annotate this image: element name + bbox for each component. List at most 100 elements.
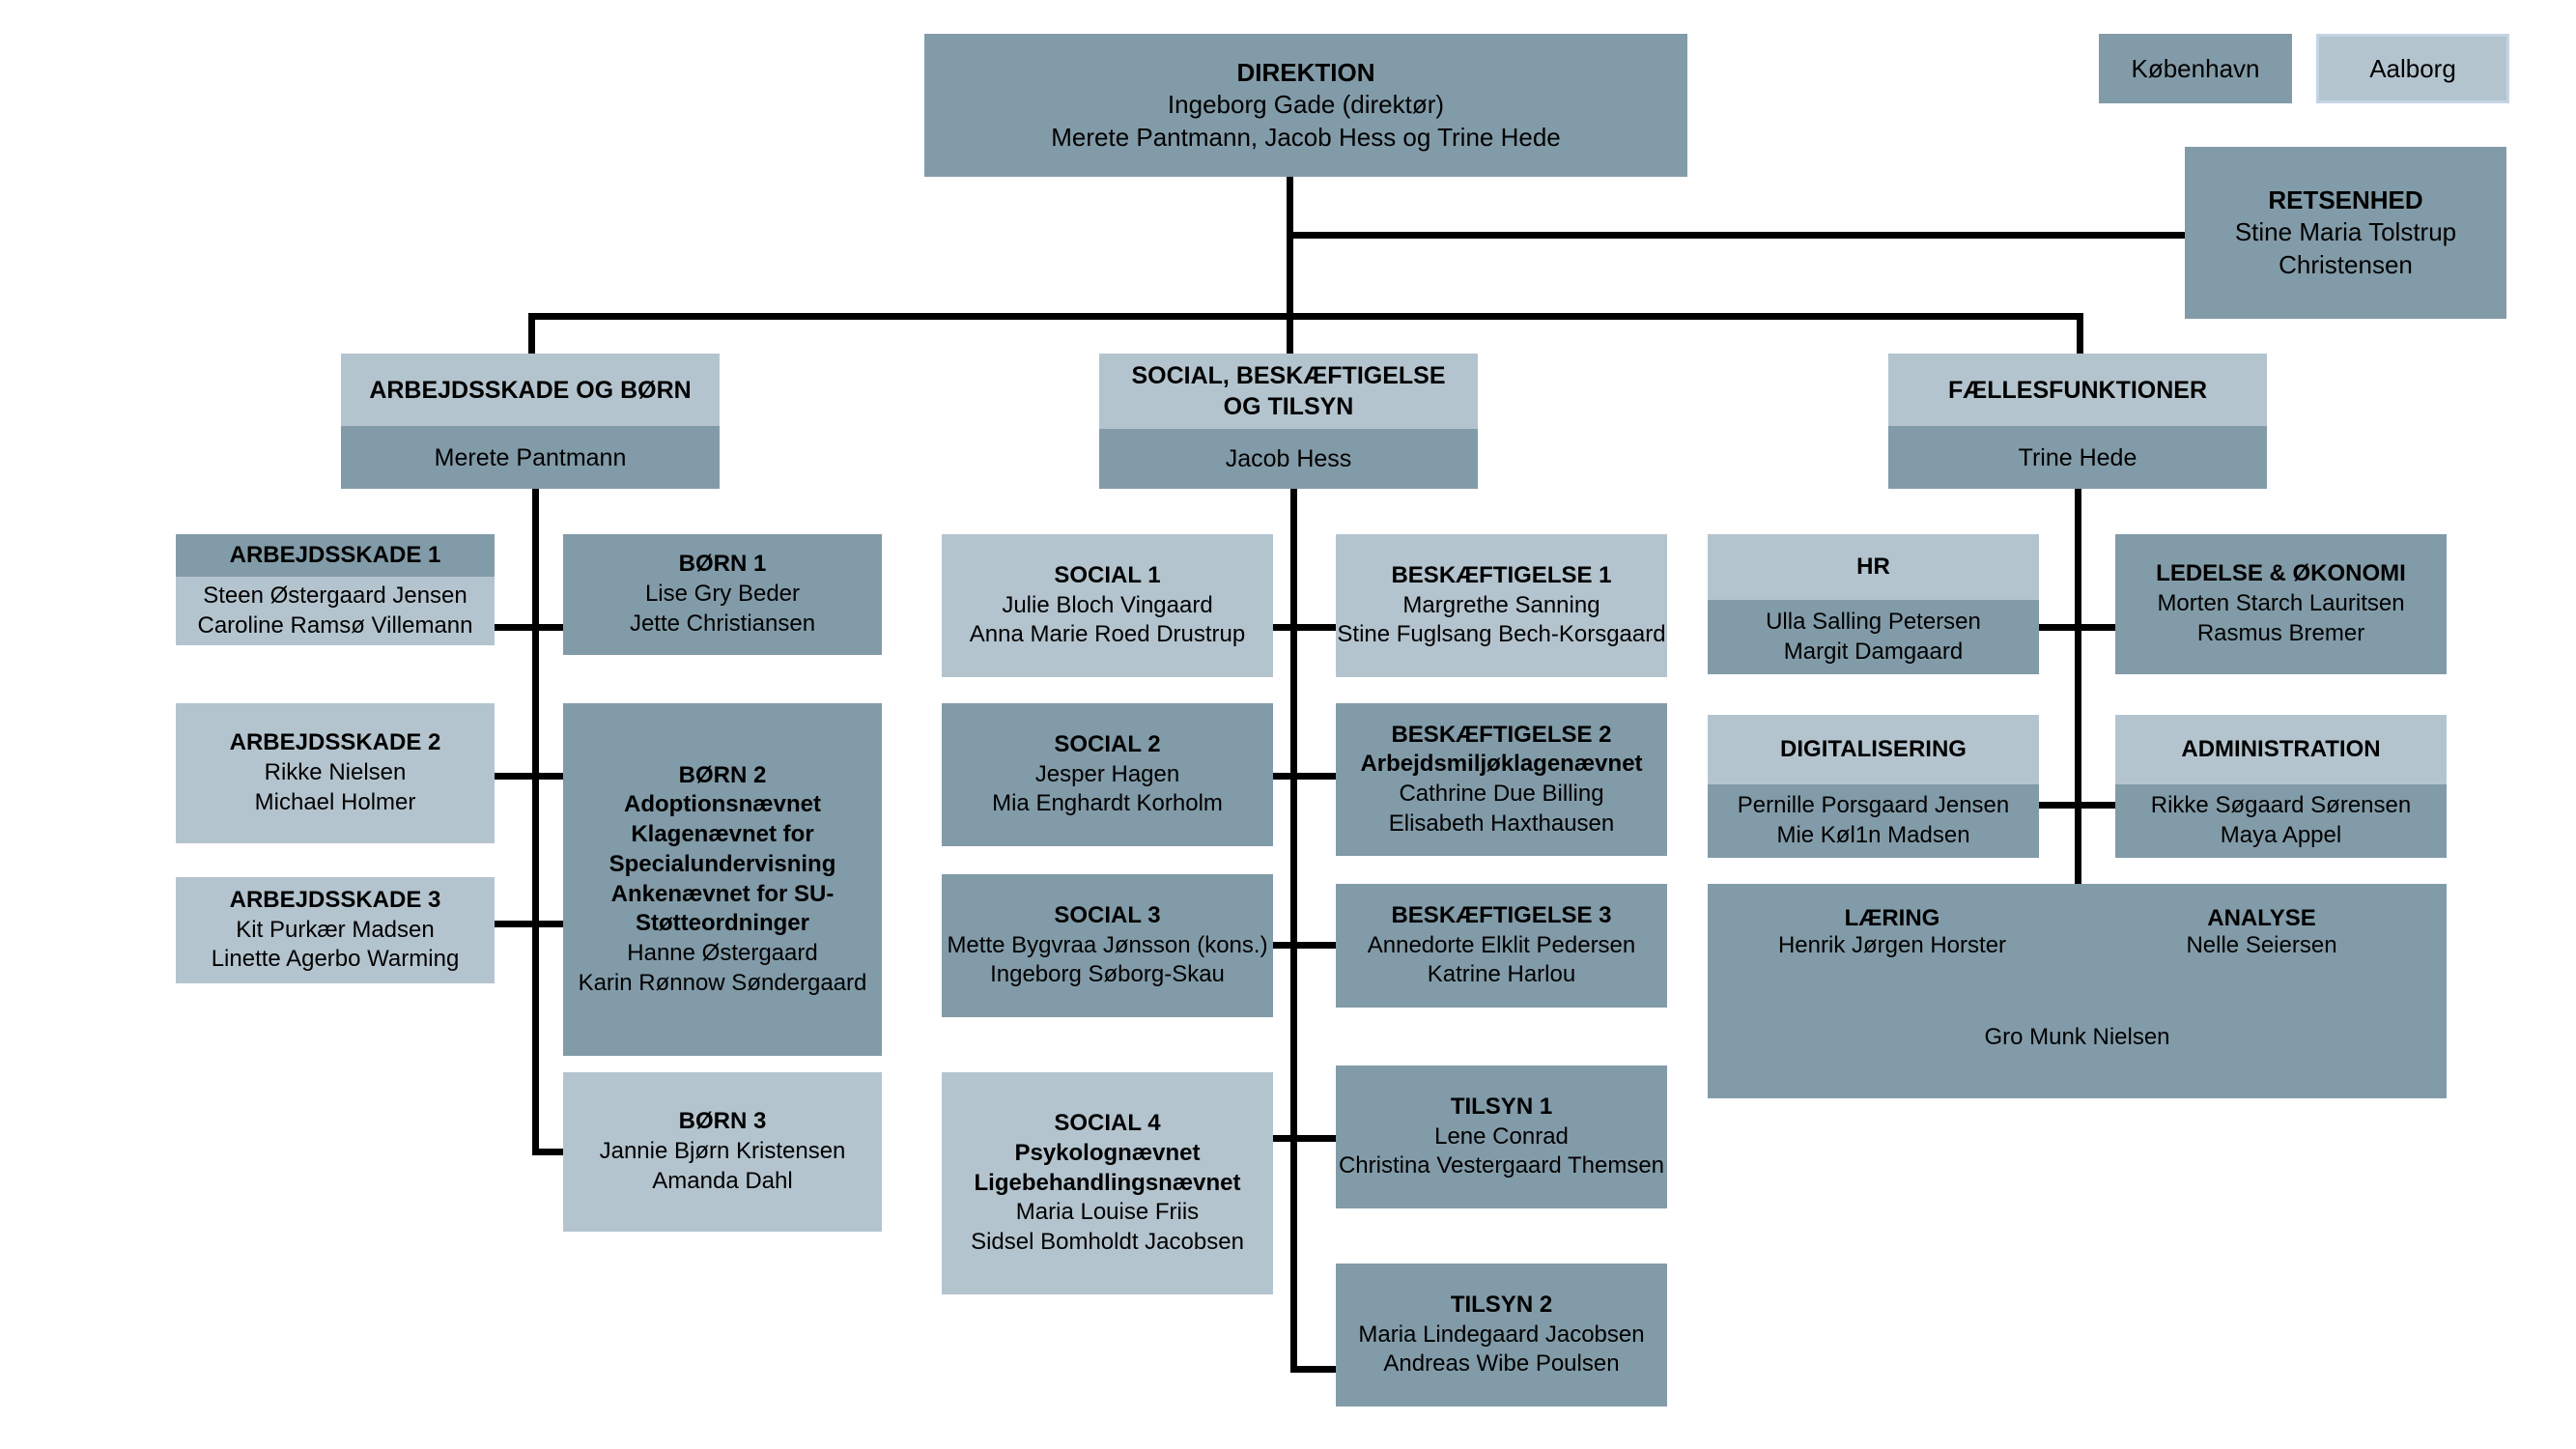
connector-dept-mid-drop — [1287, 313, 1293, 354]
dept-social-beskaeftigelse-og-tilsyn-head: Jacob Hess — [1099, 429, 1478, 489]
social-3-name-1: Mette Bygvraa Jønsson (kons.) — [947, 931, 1268, 958]
legend-label-koebenhavn: København — [2131, 53, 2260, 83]
boern-2-board-2: Klagenævnet for Specialundervisning — [609, 821, 836, 877]
node-retsenhed[interactable]: RETSENHED Stine Maria Tolstrup Christens… — [2185, 147, 2506, 319]
boern-1-name-1: Lise Gry Beder — [644, 581, 801, 608]
social-4-board-2: Ligebehandlingsnævnet — [974, 1169, 1241, 1196]
node-tilsyn-1[interactable]: TILSYN 1 Lene Conrad Christina Vestergaa… — [1336, 1065, 1667, 1208]
digitalisering-name-2: Mie Køl1n Madsen — [1776, 822, 1970, 848]
laering-block: LÆRING Henrik Jørgen Horster — [1708, 905, 2077, 959]
connector-social-2 — [1225, 773, 1360, 780]
social-2-name-2: Mia Enghardt Korholm — [992, 790, 1223, 817]
digitalisering-title: DIGITALISERING — [1708, 715, 2039, 784]
node-administration[interactable]: ADMINISTRATION Rikke Søgaard Sørensen Ma… — [2115, 715, 2447, 858]
dept-faellesfunktioner-title: FÆLLESFUNKTIONER — [1888, 354, 2267, 426]
connector-retsenhed — [1287, 232, 2185, 239]
hr-name-2: Margit Damgaard — [1783, 638, 1964, 665]
retsenhed-line-2: Christensen — [2279, 249, 2413, 279]
laering-title: LÆRING — [1844, 905, 1940, 931]
tilsyn-1-name-2: Christina Vestergaard Themsen — [1338, 1152, 1665, 1179]
analyse-block: ANALYSE Nelle Seiersen — [2077, 905, 2447, 959]
boern-2-name-1: Hanne Østergaard — [627, 939, 818, 966]
node-digitalisering[interactable]: DIGITALISERING Pernille Porsgaard Jensen… — [1708, 715, 2039, 858]
connector-arbejdsskade-2 — [466, 773, 601, 780]
dept-arbejdsskade-og-boern-head: Merete Pantmann — [341, 426, 720, 489]
node-beskaeftigelse-3[interactable]: BESKÆFTIGELSE 3 Annedorte Elklit Pederse… — [1336, 884, 1667, 1008]
arbejdsskade-3-title: ARBEJDSSKADE 3 — [229, 886, 441, 913]
beskaeftigelse-2-board-1: Arbejdsmiljøklagenævnet — [1360, 751, 1643, 778]
beskaeftigelse-3-title: BESKÆFTIGELSE 3 — [1391, 901, 1612, 928]
node-arbejdsskade-3[interactable]: ARBEJDSSKADE 3 Kit Purkær Madsen Linette… — [176, 877, 495, 983]
hr-title: HR — [1708, 534, 2039, 600]
node-boern-3[interactable]: BØRN 3 Jannie Bjørn Kristensen Amanda Da… — [563, 1072, 882, 1232]
social-4-name-1: Maria Louise Friis — [1015, 1199, 1200, 1226]
connector-hr-ledelse — [2009, 624, 2149, 631]
node-direktion[interactable]: DIREKTION Ingeborg Gade (direktør) Meret… — [924, 34, 1687, 177]
node-boern-2[interactable]: BØRN 2 Adoptionsnævnet Klagenævnet for S… — [563, 703, 882, 1056]
connector-direktion-spine — [1287, 177, 1293, 320]
beskaeftigelse-2-name-2: Elisabeth Haxthausen — [1388, 810, 1615, 837]
node-tilsyn-2[interactable]: TILSYN 2 Maria Lindegaard Jacobsen Andre… — [1336, 1264, 1667, 1406]
arbejdsskade-1-name-2: Caroline Ramsø Villemann — [197, 611, 473, 639]
connector-arbejdsskade-3 — [466, 921, 601, 927]
connector-social-1 — [1225, 624, 1360, 631]
boern-3-name-2: Amanda Dahl — [652, 1167, 793, 1194]
arbejdsskade-2-name-1: Rikke Nielsen — [264, 759, 407, 786]
boern-2-name-2: Karin Rønnow Søndergaard — [578, 969, 867, 996]
arbejdsskade-2-title: ARBEJDSSKADE 2 — [229, 729, 441, 756]
legend-item-aalborg[interactable]: Aalborg — [2316, 34, 2509, 103]
node-ledelse-oekonomi[interactable]: LEDELSE & ØKONOMI Morten Starch Lauritse… — [2115, 534, 2447, 674]
connector-right-spine — [2075, 483, 2081, 918]
node-arbejdsskade-2[interactable]: ARBEJDSSKADE 2 Rikke Nielsen Michael Hol… — [176, 703, 495, 843]
beskaeftigelse-2-name-1: Cathrine Due Billing — [1399, 781, 1604, 807]
beskaeftigelse-3-name-2: Katrine Harlou — [1427, 961, 1576, 988]
boern-2-board-1: Adoptionsnævnet — [624, 791, 821, 818]
connector-dept-left-drop — [528, 313, 535, 354]
tilsyn-2-title: TILSYN 2 — [1450, 1291, 1553, 1318]
legend-item-koebenhavn[interactable]: København — [2099, 34, 2292, 103]
node-social-1[interactable]: SOCIAL 1 Julie Bloch Vingaard Anna Marie… — [942, 534, 1273, 677]
analyse-name-1: Nelle Seiersen — [2186, 932, 2337, 958]
boern-3-title: BØRN 3 — [678, 1108, 767, 1135]
node-social-3[interactable]: SOCIAL 3 Mette Bygvraa Jønsson (kons.) I… — [942, 874, 1273, 1017]
beskaeftigelse-2-title: BESKÆFTIGELSE 2 — [1391, 721, 1612, 748]
beskaeftigelse-1-title: BESKÆFTIGELSE 1 — [1391, 561, 1612, 588]
social-4-board-1: Psykolognævnet — [1014, 1139, 1201, 1166]
boern-1-name-2: Jette Christiansen — [629, 610, 816, 637]
node-boern-1[interactable]: BØRN 1 Lise Gry Beder Jette Christiansen — [563, 534, 882, 655]
ledelse-oekonomi-name-1: Morten Starch Lauritsen — [2157, 590, 2405, 617]
tilsyn-2-name-1: Maria Lindegaard Jacobsen — [1358, 1321, 1645, 1348]
node-arbejdsskade-1[interactable]: ARBEJDSSKADE 1 Steen Østergaard Jensen C… — [176, 534, 495, 645]
tilsyn-2-name-2: Andreas Wibe Poulsen — [1383, 1350, 1620, 1378]
social-3-name-2: Ingeborg Søborg-Skau — [990, 961, 1225, 988]
analyse-title: ANALYSE — [2207, 905, 2316, 931]
node-beskaeftigelse-1[interactable]: BESKÆFTIGELSE 1 Margrethe Sanning Stine … — [1336, 534, 1667, 677]
direktion-line-2: Merete Pantmann, Jacob Hess og Trine Hed… — [1051, 122, 1561, 152]
connector-arbejdsskade-1 — [466, 624, 601, 631]
node-hr[interactable]: HR Ulla Salling Petersen Margit Damgaard — [1708, 534, 2039, 674]
arbejdsskade-3-name-2: Linette Agerbo Warming — [211, 946, 460, 973]
node-social-2[interactable]: SOCIAL 2 Jesper Hagen Mia Enghardt Korho… — [942, 703, 1273, 846]
beskaeftigelse-1-name-2: Stine Fuglsang Bech-Korsgaard — [1337, 621, 1666, 648]
social-2-name-1: Jesper Hagen — [1034, 760, 1180, 787]
beskaeftigelse-3-name-1: Annedorte Elklit Pedersen — [1367, 931, 1636, 958]
arbejdsskade-2-name-2: Michael Holmer — [254, 788, 416, 815]
social-1-name-1: Julie Bloch Vingaard — [1002, 591, 1213, 618]
social-3-title: SOCIAL 3 — [1054, 901, 1161, 928]
node-dept-faellesfunktioner[interactable]: FÆLLESFUNKTIONER Trine Hede — [1888, 354, 2267, 489]
social-1-name-2: Anna Marie Roed Drustrup — [969, 621, 1246, 648]
boern-3-name-1: Jannie Bjørn Kristensen — [599, 1138, 846, 1165]
node-beskaeftigelse-2[interactable]: BESKÆFTIGELSE 2 Arbejdsmiljøklagenævnet … — [1336, 703, 1667, 856]
node-dept-arbejdsskade-og-boern[interactable]: ARBEJDSSKADE OG BØRN Merete Pantmann — [341, 354, 720, 489]
digitalisering-name-1: Pernille Porsgaard Jensen — [1737, 792, 2010, 819]
direktion-title: DIREKTION — [1236, 58, 1375, 88]
node-dept-social-beskaeftigelse-og-tilsyn[interactable]: SOCIAL, BESKÆFTIGELSE OG TILSYN Jacob He… — [1099, 354, 1478, 489]
social-4-title: SOCIAL 4 — [1054, 1110, 1161, 1137]
legend-label-aalborg: Aalborg — [2369, 53, 2456, 83]
node-social-4[interactable]: SOCIAL 4 Psykolognævnet Ligebehandlingsn… — [942, 1072, 1273, 1294]
ledelse-oekonomi-title: LEDELSE & ØKONOMI — [2156, 560, 2406, 587]
boern-2-title: BØRN 2 — [678, 761, 767, 788]
social-2-title: SOCIAL 2 — [1054, 730, 1161, 757]
node-laering-analyse[interactable]: LÆRING Henrik Jørgen Horster ANALYSE Nel… — [1708, 884, 2447, 1098]
